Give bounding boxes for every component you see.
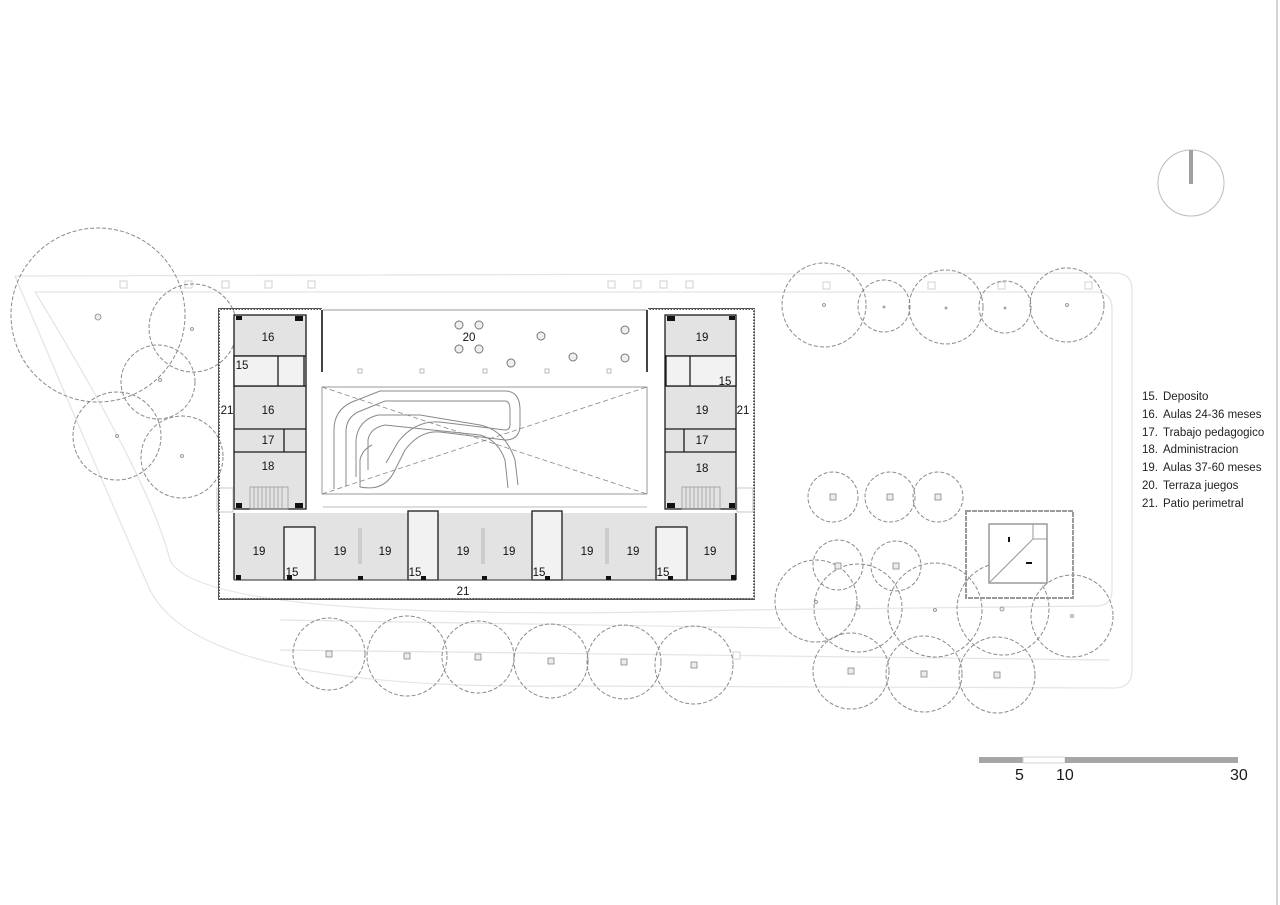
- legend-item: 20.Terraza juegos: [1142, 479, 1239, 492]
- svg-text:17: 17: [262, 435, 275, 447]
- scale-bar: [979, 756, 1238, 764]
- room-legend: 15.Deposito 16.Aulas 24-36 meses 17.Trab…: [1142, 389, 1264, 514]
- perimeter-patio: [218, 308, 755, 600]
- right-wing: [664, 314, 737, 510]
- legend-item: 16.Aulas 24-36 meses: [1142, 408, 1262, 421]
- legend-item: 21.Patio perimetral: [1142, 497, 1244, 510]
- svg-text:19: 19: [503, 546, 516, 558]
- svg-text:21: 21: [221, 405, 234, 417]
- play-terrace: [321, 309, 648, 508]
- trees: [10, 227, 1114, 714]
- legend-item: 17.Trabajo pedagogico: [1142, 426, 1265, 439]
- svg-text:19: 19: [581, 546, 594, 558]
- svg-text:21: 21: [457, 586, 470, 598]
- legend-item: 15.Deposito: [1142, 391, 1209, 403]
- site-markers: [119, 280, 1093, 660]
- legend-item: 19.Aulas 37-60 meses: [1142, 462, 1262, 475]
- svg-text:16: 16: [262, 405, 275, 417]
- stairs: [216, 486, 754, 513]
- legend-item: 18.Administracion: [1142, 444, 1239, 457]
- svg-text:18: 18: [262, 461, 275, 473]
- left-wing: [233, 314, 307, 510]
- svg-text:19: 19: [696, 405, 709, 417]
- svg-text:21: 21: [737, 405, 750, 417]
- svg-text:18: 18: [696, 463, 709, 475]
- svg-text:15: 15: [657, 567, 670, 579]
- scale-label-10: 10: [1056, 767, 1074, 784]
- svg-text:16: 16: [262, 332, 275, 344]
- svg-text:19: 19: [379, 546, 392, 558]
- north-arrow-icon: [1157, 149, 1225, 217]
- svg-text:15: 15: [236, 360, 249, 372]
- svg-text:15: 15: [409, 567, 422, 579]
- svg-text:19: 19: [704, 546, 717, 558]
- room-labels: 16 15 16 17 18 19 15 19 17 18 19 15 19 1…: [221, 332, 750, 598]
- svg-text:19: 19: [334, 546, 347, 558]
- svg-text:19: 19: [627, 546, 640, 558]
- tree-trunks: [94, 303, 1074, 679]
- scale-label-5: 5: [1015, 767, 1024, 784]
- svg-text:19: 19: [457, 546, 470, 558]
- svg-text:15: 15: [286, 567, 299, 579]
- svg-text:15: 15: [533, 567, 546, 579]
- pavilion: [965, 510, 1074, 599]
- bottom-wing: [233, 510, 737, 581]
- svg-text:15: 15: [719, 376, 732, 388]
- site-boundary: [14, 272, 1133, 689]
- svg-text:20: 20: [463, 332, 476, 344]
- svg-text:19: 19: [696, 332, 709, 344]
- page-edge-line: [1276, 0, 1278, 905]
- scale-label-30: 30: [1230, 767, 1248, 784]
- svg-text:19: 19: [253, 546, 266, 558]
- svg-text:17: 17: [696, 435, 709, 447]
